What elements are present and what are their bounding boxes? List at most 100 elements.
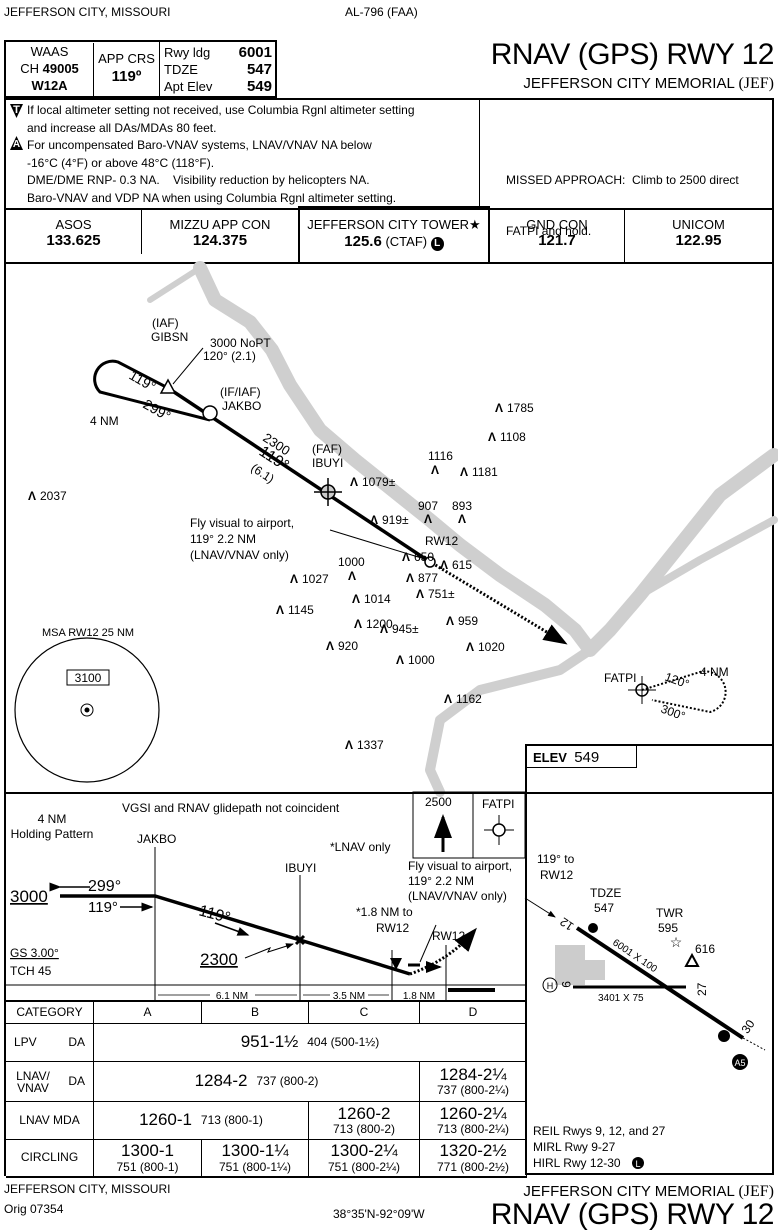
profile-visual-note: (LNAV/VNAV only) <box>408 889 507 903</box>
location-label: JEFFERSON CITY, MISSOURI <box>4 5 171 19</box>
obstacle-label: 650 <box>414 550 434 564</box>
comm-name: GND CON <box>526 217 588 232</box>
jakbo-label: JAKBO <box>222 399 261 413</box>
rw12-waypoint-icon <box>424 556 436 568</box>
vdp-icon <box>390 958 402 970</box>
ch-label: CH <box>20 61 39 76</box>
obstacle-icon: Λ <box>424 512 432 526</box>
obstacle-icon: Λ <box>345 738 353 752</box>
footer-coords: 38°35'N-92°09'W <box>333 1207 425 1221</box>
lnav-only-note: *LNAV only <box>330 840 390 854</box>
row-label-lnav: LNAV MDA <box>6 1102 94 1140</box>
rw12-label: RW12 <box>425 534 458 548</box>
lnav-mda: 1260-1 <box>139 1110 192 1130</box>
obstacle-label: 1337 <box>357 738 384 752</box>
obstacle-icon: Λ <box>370 513 378 527</box>
lnav-vnav-da: 1284-2 <box>194 1071 248 1091</box>
obstacle-label: 1200 <box>366 617 393 631</box>
obstacle-icon: Λ <box>466 640 474 654</box>
fatpi-inbound: 120° <box>663 670 691 692</box>
obstacle-label: 751± <box>428 587 455 601</box>
runway-27-label: 27 <box>695 982 709 996</box>
ibuyi-profile-icon <box>294 934 306 946</box>
lnav-d-mda: 1260-2¼ <box>439 1103 507 1123</box>
obstacle-label: 1079± <box>362 475 396 489</box>
holding-pattern-gibsn <box>93 359 211 422</box>
note-line: Baro-VNAV and VDP NA when using Columbia… <box>27 190 397 205</box>
profile-fatpi-icon <box>484 815 514 845</box>
footer-procedure: RNAV (GPS) RWY 12 <box>490 1198 775 1231</box>
waas-cell: WAAS CH 49005 W12A <box>6 43 94 97</box>
holding-label: 4 NM <box>38 812 67 826</box>
footer-ident: (JEF) <box>738 1183 774 1200</box>
obstacle-label: 1145 <box>288 603 314 617</box>
lpv-minimums: 951-1½ 404 (500-1½) <box>94 1024 527 1062</box>
comm-freq: 124.375 <box>192 232 248 249</box>
runway-12-30 <box>575 926 745 1040</box>
msa-label: MSA RW12 25 NM <box>42 627 134 639</box>
hold-length: 4 NM <box>90 414 119 428</box>
airport-diagram: ☆ H A5 <box>524 897 766 1070</box>
rwy-ldg-value: 6001 <box>238 44 272 61</box>
obstacle-label: 1108 <box>500 430 526 444</box>
lnav-haa: 713 (800-1) <box>200 1112 263 1127</box>
comm-name: MIZZU APP CON <box>169 217 271 232</box>
vgsi-note: VGSI and RNAV glidepath not coincident <box>122 801 340 815</box>
runway-9-27-dims: 3401 X 75 <box>598 993 644 1004</box>
river <box>147 261 778 797</box>
airport-diagram-box <box>525 744 774 1175</box>
holding-label: Holding Pattern <box>11 827 94 841</box>
profile-jakbo: JAKBO <box>137 832 176 846</box>
nopt-course: 120° (2.1) <box>203 349 256 363</box>
visual-note-line: (LNAV/VNAV only) <box>190 548 289 562</box>
circling-haa: 751 (800-2¼) <box>327 1159 401 1174</box>
obstacle-icon: Λ <box>276 603 284 617</box>
waas-channel: 49005 <box>42 61 79 76</box>
obstacle-label: 893 <box>452 499 472 513</box>
obstacle-icon: Λ <box>326 639 334 653</box>
faf-label: (FAF) <box>312 442 342 456</box>
obstacle-icon: Λ <box>352 592 360 606</box>
tch: TCH 45 <box>10 964 52 978</box>
glideslope: GS 3.00° <box>10 946 59 960</box>
obstacle-label: 1162 <box>456 692 482 706</box>
ctaf-label: (CTAF) <box>385 234 428 249</box>
profile-visual-note: Fly visual to airport, <box>408 859 512 873</box>
lnav-c-haa: 713 (800-2) <box>332 1122 396 1137</box>
gibsn-waypoint-icon <box>159 378 177 394</box>
profile-view <box>4 792 527 1002</box>
obstacle-icon: Λ <box>350 475 358 489</box>
obstacle-label: 615 <box>452 558 472 572</box>
obstacle-label: 920 <box>338 639 358 653</box>
lnav-vnav-abc: 1284-2 737 (800-2) <box>94 1062 420 1102</box>
obstacle-label: 1116 <box>428 449 453 463</box>
dist-vdp-rw12: 1.8 NM <box>403 991 435 1002</box>
notes-text: If local altimeter setting not received,… <box>27 102 415 207</box>
apt-elev-value: 549 <box>246 78 272 95</box>
circling-haa: 771 (800-2½) <box>436 1159 510 1174</box>
obstacle-label: 907 <box>418 499 438 513</box>
comm-freq: 125.6 <box>344 233 382 250</box>
row-label-circling: CIRCLING <box>6 1140 94 1178</box>
footer-location: JEFFERSON CITY, MISSOURI <box>4 1182 171 1196</box>
obstacle-label: 1014 <box>364 592 391 606</box>
obstacle-icon: Λ <box>416 587 424 601</box>
lnav-vnav-haa: 737 (800-2) <box>256 1073 319 1088</box>
circling-mda: 1300-2¼ <box>330 1141 398 1161</box>
airport-crs-note: RW12 <box>540 868 573 882</box>
app-crs-value: 119º <box>111 68 142 85</box>
fatpi-label: FATPI <box>604 671 636 685</box>
obstacle-label: 1000 <box>338 555 365 569</box>
profile-ibuyi: IBUYI <box>285 861 316 875</box>
obstacle-label: 1027 <box>302 572 329 586</box>
lighting-note: HIRL Rwy 12-30 <box>533 1156 621 1170</box>
profile-inbound: 119° <box>88 899 118 916</box>
airport-name-text: JEFFERSON CITY MEMORIAL <box>523 75 735 92</box>
